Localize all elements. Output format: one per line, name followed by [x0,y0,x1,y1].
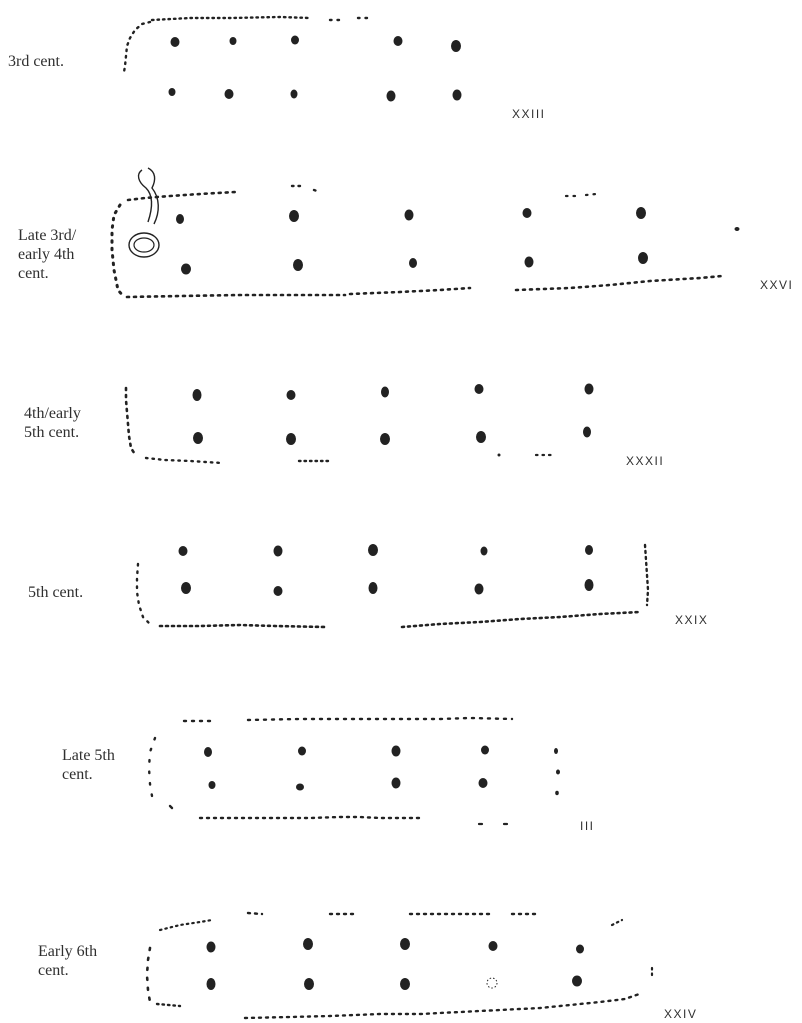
post-holes [176,207,740,275]
plan-late-5th [147,716,560,826]
period-label-late-5th: Late 5th cent. [62,747,115,783]
building-number-xxix: XXIX [675,613,709,627]
post-holes [178,544,594,596]
post-holes [206,938,584,990]
building-number-xxxii: XXXII [626,454,665,468]
wall-trace [124,386,554,465]
post-holes [168,35,462,102]
period-label-3rd-cent: 3rd cent. [8,53,64,70]
plan-5th-cent [135,543,650,629]
period-label-early-6th: Early 6th cent. [38,943,98,979]
period-label-5th-cent: 5th cent. [28,584,84,601]
wall-trace [122,15,370,74]
post-holes [204,745,560,796]
post-holes [192,383,594,457]
wall-trace [110,184,724,299]
wall-trace [147,716,514,826]
plan-late-3rd-early-4th [110,167,740,299]
plan-4th-early-5th [124,383,594,465]
period-label-4th-early-5th: 4th/early 5th cent. [24,405,81,441]
plan-early-6th [145,911,654,1020]
plan-3rd-cent [122,15,462,102]
wall-trace [145,911,654,1020]
building-number-iii: III [580,819,595,833]
building-number-xxvi: XXVI [760,278,794,292]
pit-feature [128,167,160,258]
period-label-late-3rd-early-4th: Late 3rd/ early 4th cent. [18,227,77,282]
building-number-xxiv: XXIV [664,1007,698,1021]
wall-trace [135,543,650,629]
building-number-xxiii: XXIII [512,107,546,121]
